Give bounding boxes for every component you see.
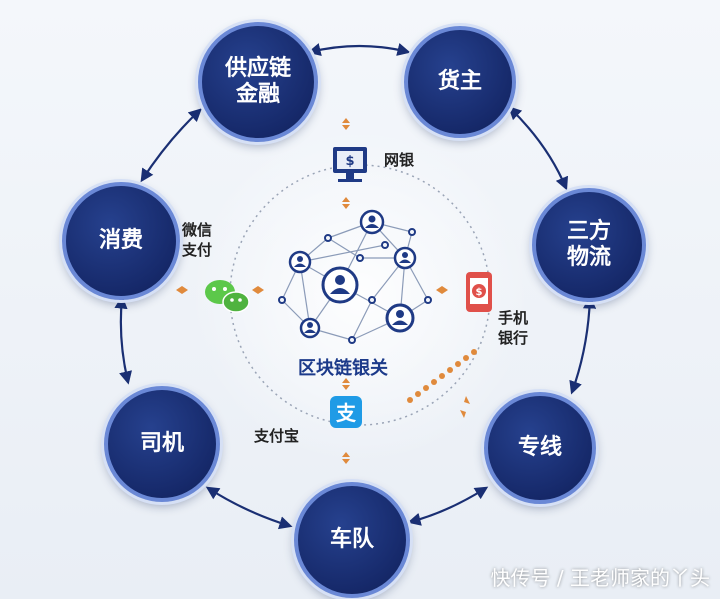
center-title: 区块链银关 [298,358,388,379]
mobile-banking-phone-icon: $ [466,272,492,312]
node-fleet-label: 车队 [329,526,374,552]
arrow-fleet-driver [205,486,293,530]
center-glow [190,125,530,465]
alipay-icon: 支 [330,396,362,428]
user-icon [385,303,415,333]
svg-text:$: $ [345,154,354,169]
node-cargo-owner: 货主 [404,26,516,138]
node-fleet: 车队 [294,482,410,598]
node-consumption: 消费 [62,182,180,300]
watermark: 快传号 / 王老师家的丫头 [490,566,710,590]
user-icon [299,317,321,339]
node-third-party-logistics: 三方 物流 [532,188,646,302]
network-nodes [278,228,432,344]
arrow-driver-consumption [114,295,132,385]
node-consumption-label: 消费 [98,227,143,253]
node-supply-chain-finance: 供应链 金融 [198,22,318,142]
node-dedicated-line: 专线 [484,392,596,504]
node-supply-chain-finance-label: 供应链 金融 [224,55,291,107]
arrow-finance-cargo [307,43,411,56]
wechat-icon [205,280,250,313]
node-dedicated-line-label: 专线 [517,434,562,460]
node-driver-label: 司机 [139,430,184,456]
node-cargo-owner-label: 货主 [437,68,482,94]
svg-text:$: $ [476,287,483,298]
node-driver: 司机 [104,386,220,502]
node-third-party-logistics-label: 三方 物流 [566,218,611,270]
arrow-cargo-logistics [508,106,569,191]
arrow-line-fleet [407,486,489,526]
arrow-consumption-finance [140,108,202,183]
online-banking-label: 网银 [384,151,415,169]
user-icon [393,246,417,270]
arrow-logistics-line [569,295,597,395]
svg-text:支: 支 [336,401,357,425]
mobile-banking-label: 手机 银行 [498,309,529,348]
online-banking-monitor-icon: $ [333,147,367,182]
user-icon-main [321,266,359,304]
user-icon [359,209,385,235]
orange-connectors [176,118,477,464]
outer-arrows [114,43,597,530]
user-icon [288,250,312,274]
wechat-pay-label: 微信 支付 [182,221,213,260]
alipay-label: 支付宝 [254,427,300,445]
